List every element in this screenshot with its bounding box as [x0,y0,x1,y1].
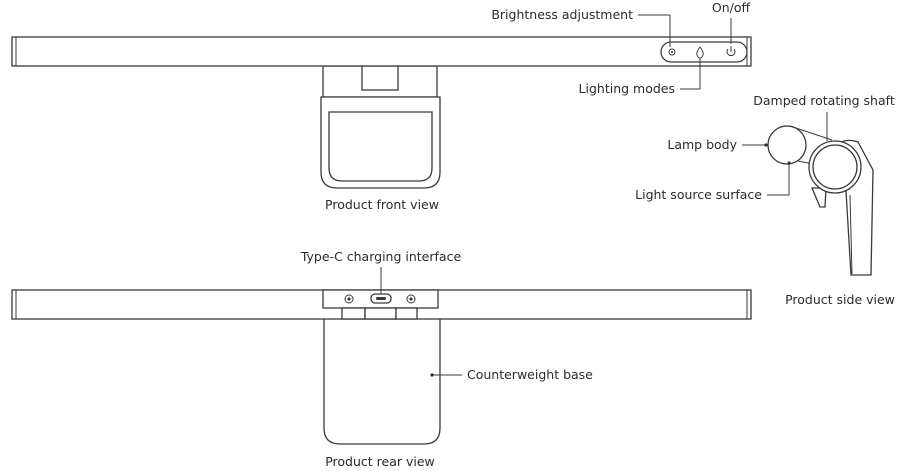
onoff-label: On/off [712,0,751,15]
rear-hinge-middle [364,307,397,320]
rear-screw-left [344,294,354,304]
light-source-label: Light source surface [635,187,762,202]
brightness-label: Brightness adjustment [491,7,633,22]
brightness-icon [668,48,676,56]
damped-shaft-label: Damped rotating shaft [753,93,895,108]
rear-view-caption: Product rear view [325,454,435,469]
rear-screw-right [406,294,416,304]
side-arm-edge [849,194,853,275]
power-button[interactable] [726,46,736,57]
front-base-inner [328,111,433,182]
power-icon [726,48,736,57]
rear-view: Type-C charging interface Counterweight … [11,249,752,469]
lighting-modes-label: Lighting modes [579,81,675,96]
side-damped-shaft-inner [812,144,858,190]
control-panel [660,41,748,63]
front-light-bar [11,36,752,67]
counterweight-label: Counterweight base [467,367,593,382]
rear-hinge-left [341,307,366,320]
lamp-body-label: Lamp body [667,137,737,152]
front-view-caption: Product front view [325,197,439,212]
side-view-caption: Product side view [785,292,895,307]
rear-counterweight-base [323,306,441,445]
typec-label: Type-C charging interface [300,249,462,264]
brightness-button[interactable] [668,48,676,56]
front-view: Brightness adjustment On/off Lighting mo… [11,0,752,212]
side-view: Damped rotating shaft Lamp body Light so… [635,93,895,307]
side-lamp-body [767,125,807,165]
rear-hinge-right [395,307,418,320]
front-clamp-tab [361,65,399,91]
